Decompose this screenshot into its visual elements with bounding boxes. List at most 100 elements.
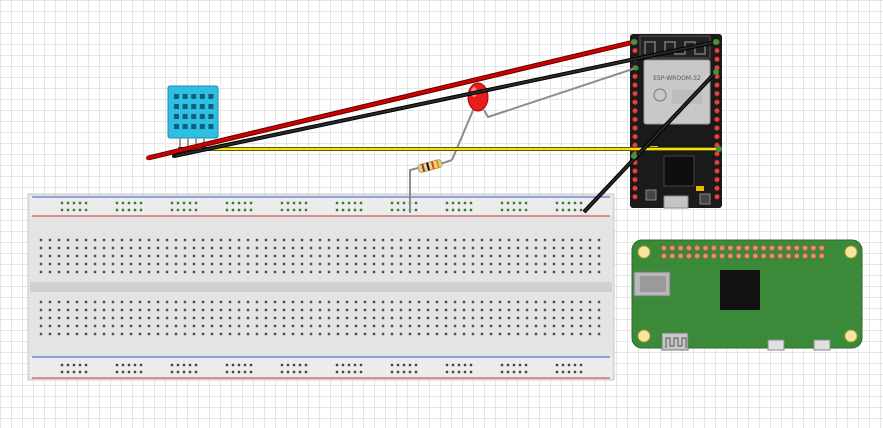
pi-mount-hole-bl	[637, 329, 651, 343]
breadboard-hole	[399, 300, 403, 304]
breadboard-hole	[363, 324, 367, 328]
breadboard-hole	[66, 246, 70, 250]
breadboard-hole	[156, 238, 160, 242]
pi-zero-usb-port-1	[767, 339, 785, 351]
breadboard-hole	[255, 270, 259, 274]
breadboard-hole	[372, 308, 376, 312]
breadboard-hole	[237, 308, 241, 312]
dht-sensor[interactable]	[167, 85, 219, 150]
rail-hole	[286, 208, 290, 212]
breadboard-hole	[66, 238, 70, 242]
breadboard-hole	[516, 308, 520, 312]
rail-hole	[469, 370, 473, 374]
breadboard-hole	[75, 262, 79, 266]
breadboard-hole	[237, 246, 241, 250]
rail-hole	[579, 370, 583, 374]
wire-end-ground-esp	[713, 39, 719, 45]
breadboard-hole	[156, 262, 160, 266]
rail-hole	[78, 370, 82, 374]
dht-sensor-vents	[174, 94, 214, 129]
breadboard-hole	[525, 262, 529, 266]
esp32-pin	[632, 99, 638, 106]
breadboard-hole	[48, 308, 52, 312]
wire-end-ground-dht	[172, 154, 176, 158]
esp32-devkit[interactable]: ESP-WROOM-32	[630, 34, 722, 209]
breadboard-hole	[480, 262, 484, 266]
breadboard-hole	[291, 316, 295, 320]
resistor[interactable]	[409, 159, 453, 213]
breadboard-hole	[363, 316, 367, 320]
breadboard-hole	[363, 300, 367, 304]
breadboard-hole	[507, 324, 511, 328]
rail-hole	[280, 201, 284, 205]
breadboard-hole	[489, 300, 493, 304]
breadboard-hole	[291, 300, 295, 304]
rail-hole	[390, 370, 394, 374]
breadboard-hole	[111, 324, 115, 328]
breadboard-hole	[471, 238, 475, 242]
breadboard-hole	[273, 262, 277, 266]
raspberry-pi-zero[interactable]	[631, 239, 863, 351]
rail-hole	[66, 201, 70, 205]
esp32-en-button[interactable]	[699, 193, 711, 205]
rail-hole	[292, 370, 296, 374]
rail-hole	[286, 363, 290, 367]
breadboard-hole	[318, 316, 322, 320]
esp32-pin	[714, 82, 720, 88]
rail-hole	[390, 201, 394, 205]
rail-hole	[524, 208, 528, 212]
breadboard-hole	[417, 324, 421, 328]
breadboard-hole	[579, 324, 583, 328]
breadboard-hole	[363, 308, 367, 312]
led-cathode-leg	[451, 107, 475, 161]
breadboard-hole	[210, 238, 214, 242]
pi-gpio-pin	[719, 253, 726, 260]
breadboard-hole	[120, 254, 124, 258]
breadboard-hole	[111, 238, 115, 242]
bottom-rail-holes	[60, 363, 583, 374]
rail-hole	[298, 363, 302, 367]
breadboard-hole	[597, 332, 601, 336]
rail-hole	[518, 201, 522, 205]
breadboard-hole	[57, 332, 61, 336]
breadboard-hole	[300, 246, 304, 250]
breadboard-hole	[453, 246, 457, 250]
breadboard-hole	[327, 324, 331, 328]
rail-hole	[347, 370, 351, 374]
breadboard-hole	[273, 300, 277, 304]
wire-end-power-dht	[146, 156, 150, 160]
pi-gpio-pin	[768, 253, 775, 260]
pi-gpio-pin	[777, 245, 784, 252]
wire-end-led-esp	[633, 65, 639, 71]
rail-hole	[353, 208, 357, 212]
rail-hole	[451, 370, 455, 374]
rail-hole	[555, 208, 559, 212]
breadboard-hole	[543, 270, 547, 274]
breadboard-hole	[75, 300, 79, 304]
breadboard[interactable]	[27, 193, 615, 381]
rail-hole	[243, 363, 247, 367]
rail-hole	[463, 201, 467, 205]
breadboard-hole	[543, 254, 547, 258]
breadboard-hole	[534, 238, 538, 242]
breadboard-hole	[273, 324, 277, 328]
breadboard-hole	[237, 300, 241, 304]
breadboard-hole	[318, 332, 322, 336]
led-anode-wire[interactable]	[483, 67, 637, 119]
breadboard-hole	[192, 254, 196, 258]
rail-hole	[347, 208, 351, 212]
breadboard-hole	[336, 316, 340, 320]
dht-vent	[199, 104, 205, 109]
breadboard-hole	[507, 316, 511, 320]
rail-hole	[567, 208, 571, 212]
breadboard-hole	[498, 254, 502, 258]
rail-hole	[457, 201, 461, 205]
breadboard-hole	[300, 316, 304, 320]
breadboard-hole	[183, 270, 187, 274]
wire-end-data-esp	[716, 146, 722, 152]
breadboard-hole	[183, 246, 187, 250]
rail-hole	[402, 208, 406, 212]
rail-hole	[188, 363, 192, 367]
breadboard-hole	[327, 332, 331, 336]
esp32-boot-button[interactable]	[645, 189, 657, 201]
